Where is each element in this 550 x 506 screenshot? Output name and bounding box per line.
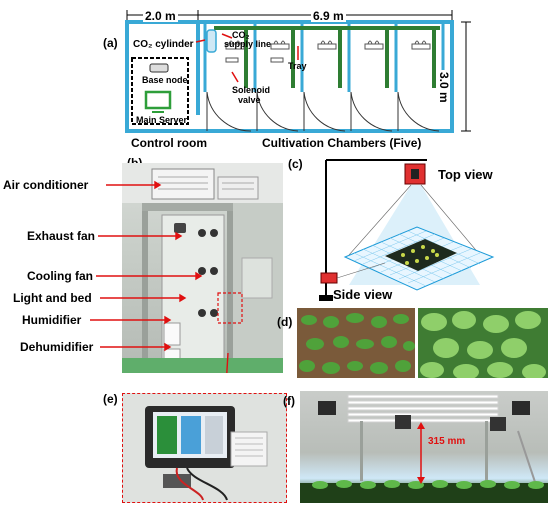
callout-cooling-fan-text: Cooling fan (27, 269, 93, 283)
callout-exhaust-fan: Exhaust fan (27, 230, 95, 242)
base-node-icon (149, 63, 169, 73)
top-view-label: Top view (438, 167, 493, 182)
panel-d-label: (d) (277, 315, 293, 329)
callout-dehumidifier-text: Dehumidifier (20, 340, 94, 354)
air-conditioner-unit (151, 168, 215, 200)
tray-label: Tray (288, 61, 307, 71)
solenoid-label-1: Solenoid (232, 85, 270, 95)
callout-light-and-bed: Light and bed (13, 292, 92, 304)
callout-light-and-bed-text: Light and bed (13, 291, 92, 305)
co2-cylinder-label: CO₂ cylinder (133, 39, 194, 50)
panel-c: (c) (285, 155, 550, 305)
panel-d: (d) (277, 308, 550, 380)
floor-plan (125, 10, 471, 133)
control-room-label: Control room (131, 136, 207, 150)
co2-supply-line-label-2: supply line (224, 39, 272, 49)
callout-dehumidifier: Dehumidifier (20, 341, 93, 353)
sensor-device-photo (122, 393, 287, 503)
side-camera-icon (320, 272, 338, 284)
seedlings-photo-right (418, 308, 548, 378)
seedlings-photo-left (297, 308, 415, 378)
main-server-icon (144, 90, 172, 110)
callout-humidifier: Humidifier (22, 314, 81, 326)
server-box (131, 57, 189, 125)
dim-width-right: 6.9 m (311, 9, 346, 23)
chamber-photo (122, 163, 283, 373)
panel-f-label: (f) (283, 394, 295, 408)
sensor-box (217, 292, 243, 324)
panel-b: (b) (0, 155, 285, 373)
co2-cylinder-icon (206, 29, 217, 53)
dim-height: 3.0 m (437, 70, 451, 105)
main-server-label: Main Server (136, 115, 188, 125)
callout-arrows (90, 180, 229, 373)
panel-e: (e) (100, 385, 290, 506)
side-view-label: Side view (333, 287, 393, 302)
tray-icons (225, 40, 431, 63)
callout-air-conditioner-text: Air conditioner (3, 178, 89, 192)
co2-pipe (214, 26, 440, 88)
panel-a: (a) (0, 0, 550, 150)
height-marker-label: 315 mm (428, 436, 466, 447)
cultivation-chambers-label: Cultivation Chambers (Five) (262, 136, 422, 150)
plant-tray (385, 239, 457, 271)
callout-humidifier-text: Humidifier (22, 313, 82, 327)
callout-air-conditioner: Air conditioner (3, 179, 88, 191)
panel-c-label: (c) (288, 157, 303, 171)
light-height-photo (300, 391, 548, 503)
solenoid-label-2: valve (238, 95, 261, 105)
panel-a-label: (a) (103, 36, 118, 50)
grid-floor (343, 226, 495, 291)
co2-supply-line-label-1: CO₂ (232, 30, 250, 40)
panel-f: (f) (283, 385, 550, 506)
camera-diagram (319, 159, 495, 301)
dim-width-left: 2.0 m (143, 9, 178, 23)
callout-exhaust-fan-text: Exhaust fan (27, 229, 96, 243)
callout-cooling-fan: Cooling fan (27, 270, 93, 282)
outer-wall (125, 20, 454, 133)
panel-e-label: (e) (103, 392, 118, 406)
base-node-label: Base node (142, 75, 188, 85)
